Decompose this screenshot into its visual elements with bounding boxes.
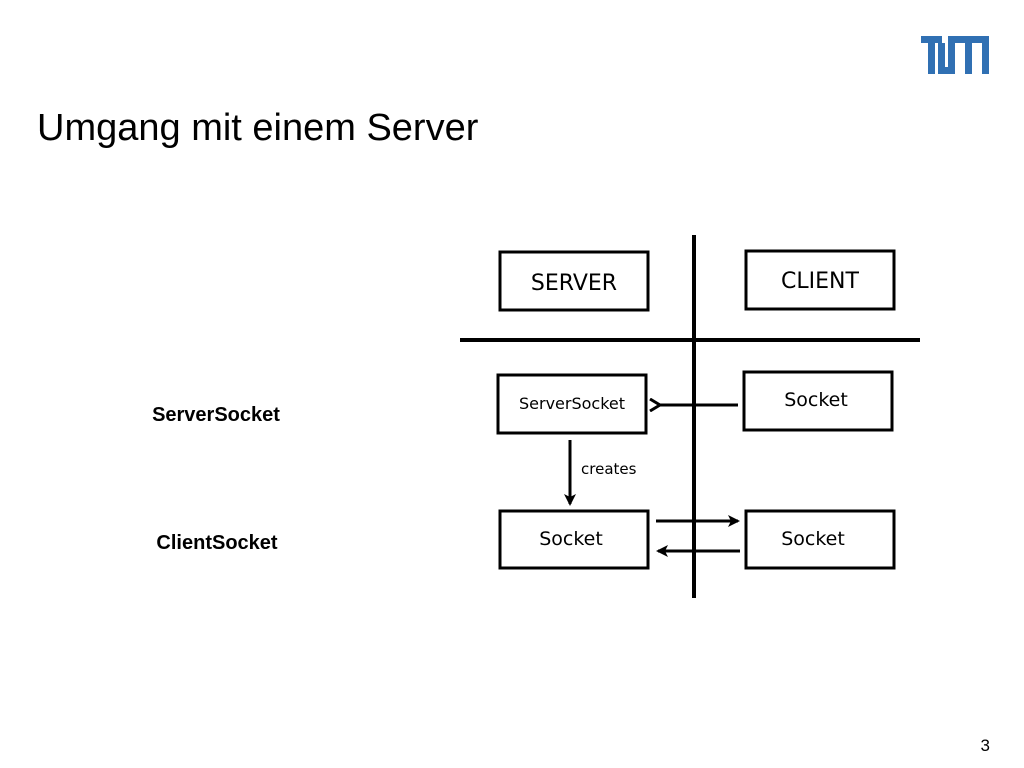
client-socket-node-label: Socket [784,389,848,411]
server-header-label: SERVER [531,271,617,296]
client-side-socket-node: Socket [744,509,896,570]
client-socket-node: Socket [742,370,894,432]
serversocket-node: ServerSocket [496,373,648,435]
creates-label: creates [581,460,637,478]
server-side-socket-node: Socket [498,509,650,570]
client-header-label: CLIENT [781,269,859,294]
page-number: 3 [980,736,990,755]
serversocket-node-label: ServerSocket [519,394,625,413]
client-header-node: CLIENT [744,249,896,311]
serversocket-label: ServerSocket [152,404,280,426]
server-header-node: SERVER [498,250,650,312]
clientsocket-label: ClientSocket [156,532,278,554]
slide-title: Umgang mit einem Server [37,107,479,149]
server-side-socket-label: Socket [539,528,603,550]
tum-logo [921,36,989,74]
client-side-socket-label: Socket [781,528,845,550]
